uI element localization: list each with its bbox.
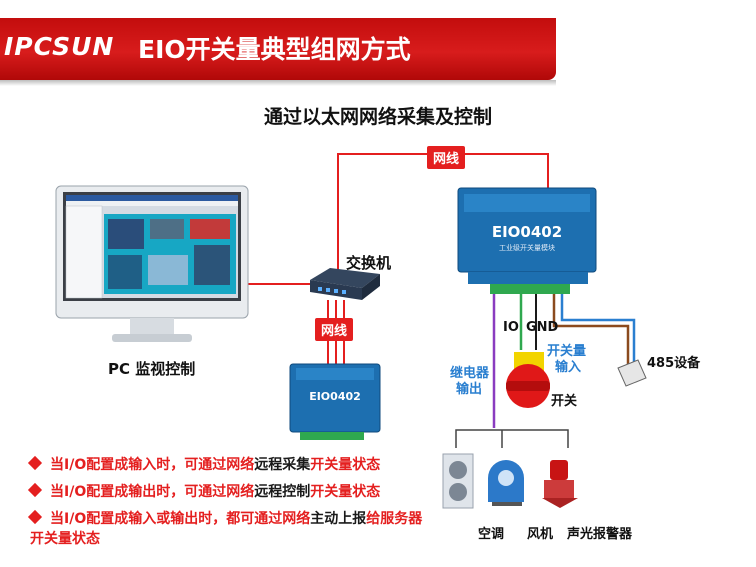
feature-item-2: 当I/O配置成输出时，可通过网络远程控制开关量状态 — [27, 481, 380, 501]
feature-item-1: 当I/O配置成输入时，可通过网络远程采集开关量状态 — [27, 454, 380, 474]
device-model-secondary: EIO0402 — [309, 390, 361, 403]
brand-logo: IPCSUN — [4, 32, 115, 61]
alarm-label: 声光报警器 — [567, 527, 633, 542]
air-conditioner — [442, 453, 474, 509]
feature-item-3-continued: 开关量状态 — [30, 531, 100, 547]
feature-item-3: 当I/O配置成输入或输出时，都可通过网络主动上报给服务器 — [27, 508, 422, 528]
wire-input-blue — [560, 294, 636, 364]
rs485-device-label: 485设备 — [647, 356, 701, 371]
rs485-device — [617, 359, 647, 387]
rotary-switch — [506, 352, 550, 408]
air-conditioner-label: 空调 — [478, 527, 505, 542]
page-title: EIO开关量典型组网方式 — [138, 35, 411, 64]
gnd-label: GND — [526, 320, 559, 335]
wire-input-brown — [552, 294, 630, 364]
eio-device-secondary — [289, 363, 381, 440]
header-shadow — [0, 80, 556, 86]
bullet-diamond-icon — [27, 509, 43, 525]
switch-input-label-1: 开关量 — [547, 344, 587, 359]
pc-label: PC 监视控制 — [108, 360, 196, 378]
bullet-diamond-icon — [27, 455, 43, 471]
fan-blower — [488, 460, 524, 506]
device-model-main: EIO0402 — [492, 223, 562, 241]
alarm-beacon — [542, 460, 578, 508]
network-cable-tag-top: 网线 — [427, 146, 466, 169]
diagram-subtitle: 通过以太网网络采集及控制 — [263, 106, 492, 128]
eio-device-main — [457, 187, 597, 294]
fan-label: 风机 — [527, 527, 554, 542]
relay-output-label-2: 输出 — [456, 382, 483, 397]
relay-output-label-1: 继电器 — [450, 366, 490, 381]
switch-input-label-2: 输入 — [555, 360, 582, 375]
header-band — [0, 18, 556, 80]
switch-device-label: 开关 — [551, 394, 578, 409]
network-switch — [310, 268, 380, 300]
network-cable-tag-middle: 网线 — [315, 318, 354, 341]
io-label: IO — [503, 320, 519, 335]
pc-monitor — [55, 185, 249, 342]
device-subtitle-main: 工业级开关量模块 — [499, 243, 555, 252]
bullet-diamond-icon — [27, 482, 43, 498]
header-banner: IPCSUN EIO开关量典型组网方式 — [0, 18, 556, 86]
switch-label: 交换机 — [346, 254, 392, 272]
output-bracket — [455, 429, 569, 448]
